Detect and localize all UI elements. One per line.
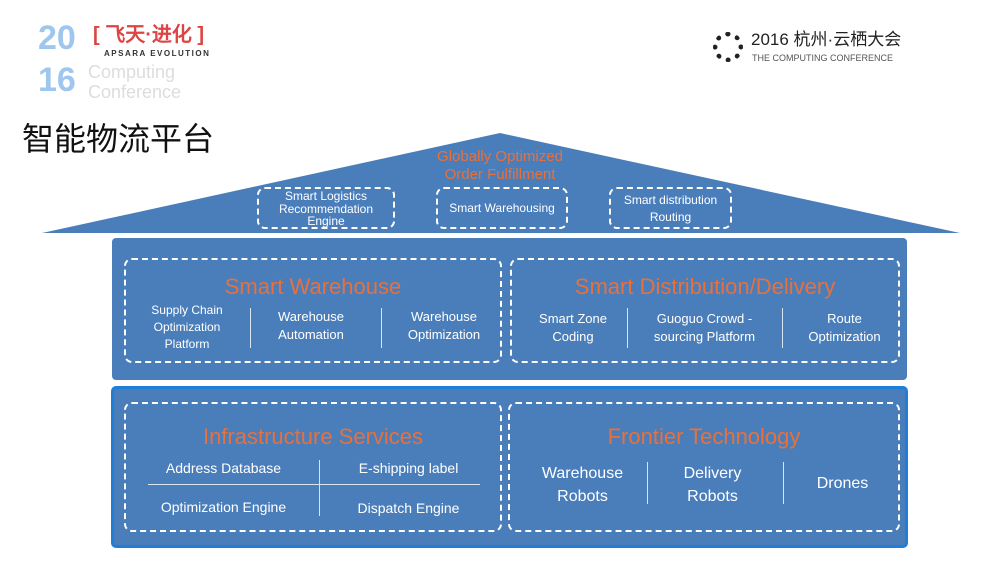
roof-title-line1: Globally Optimized <box>437 148 563 165</box>
frontier-item: Warehouse Robots <box>541 465 624 505</box>
distribution-item: Route Optimization <box>808 311 881 344</box>
roof-title: Globally Optimized Order Fulfillment <box>410 148 590 184</box>
infra-item: Optimization Engine <box>160 499 287 515</box>
roof-title-line2: Order Fulfillment <box>444 166 556 183</box>
logo-cn: [ 飞天·进化 ] <box>93 24 205 46</box>
distribution-item: Guoguo Crowd -sourcing Platform <box>653 311 756 344</box>
infrastructure-box: Infrastructure Services Address Database… <box>124 402 502 532</box>
roof-item-label: Smart Warehousing <box>449 201 555 215</box>
logo-sub1: Computing <box>88 62 176 82</box>
infra-item: Address Database <box>165 460 282 476</box>
warehouse-item: Warehouse Automation <box>278 309 344 342</box>
roof-item-warehousing: Smart Warehousing <box>436 187 568 229</box>
logo-sub2: Conference <box>88 82 182 102</box>
conference-logo-icon <box>713 32 743 62</box>
frontier-title: Frontier Technology <box>607 424 801 449</box>
logo-en: APSARA EVOLUTION <box>104 49 211 58</box>
middle-layer <box>112 238 907 380</box>
infra-item: E-shipping label <box>358 460 459 476</box>
roof-item-label: Smart distribution Routing <box>623 193 718 224</box>
frontier-box: Frontier Technology Warehouse Robots Del… <box>508 402 900 532</box>
page-title: 智能物流平台 <box>22 121 215 157</box>
conference-title: 2016 杭州·云栖大会 <box>751 30 902 49</box>
frontier-item: Delivery Robots <box>683 465 742 505</box>
logo-year-top: 20 <box>38 19 76 57</box>
conference-subtitle: THE COMPUTING CONFERENCE <box>752 53 894 63</box>
roof-item-label: Smart Logistics Recommendation Engine <box>278 189 374 228</box>
logo-year-bottom: 16 <box>38 61 76 99</box>
smart-warehouse-title: Smart Warehouse <box>224 274 402 299</box>
smart-distribution-title: Smart Distribution/Delivery <box>574 274 836 299</box>
smart-distribution-box: Smart Distribution/Delivery Smart Zone C… <box>510 258 900 363</box>
roof-item-routing: Smart distribution Routing <box>609 187 732 229</box>
roof-item-recommendation: Smart Logistics Recommendation Engine <box>257 187 395 229</box>
warehouse-item: Supply Chain Optimization Platform <box>151 303 223 351</box>
frontier-item: Drones <box>816 475 869 492</box>
smart-warehouse-box: Smart Warehouse Supply Chain Optimizatio… <box>124 258 502 363</box>
infrastructure-title: Infrastructure Services <box>202 424 424 449</box>
warehouse-item: Warehouse Optimization <box>407 309 481 342</box>
logo-left: 20 16 [ 飞天·进化 ] APSARA EVOLUTION Computi… <box>38 18 268 104</box>
distribution-item: Smart Zone Coding <box>539 311 607 344</box>
infra-item: Dispatch Engine <box>357 500 460 516</box>
